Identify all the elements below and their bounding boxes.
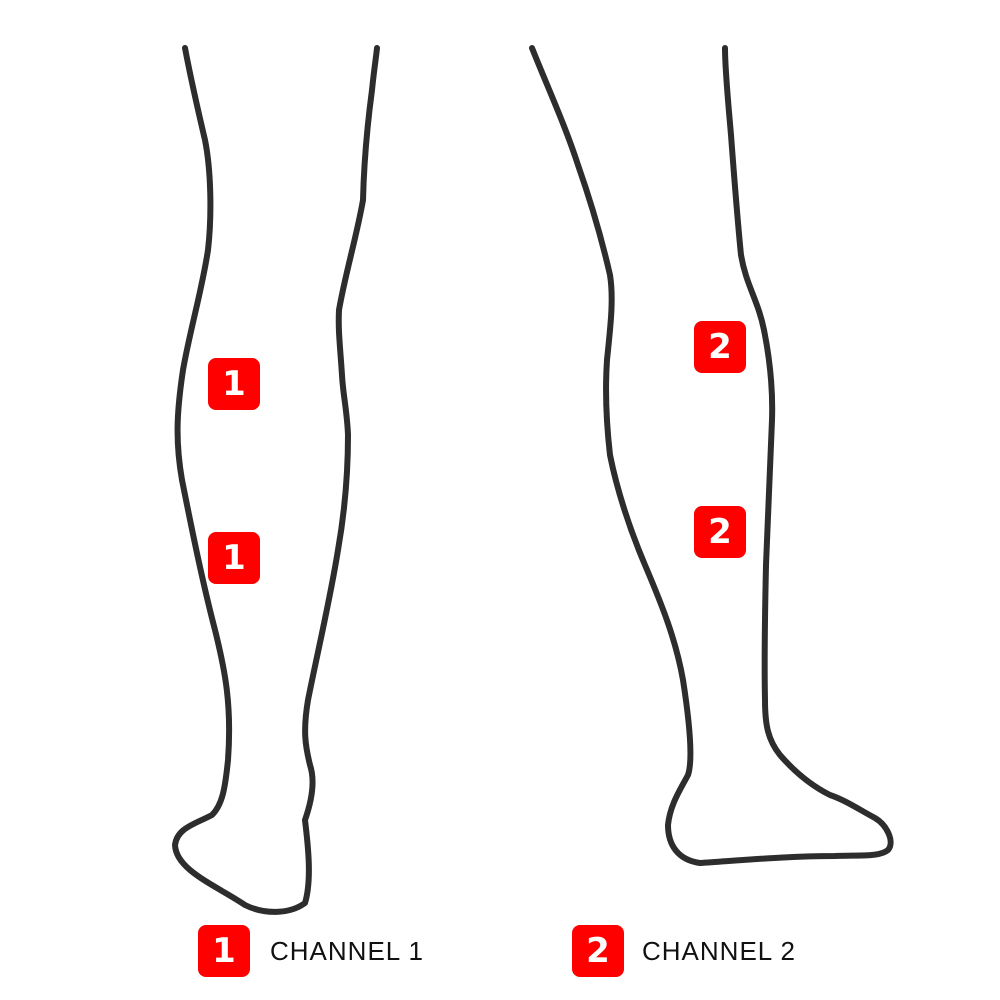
electrode-marker-channel-1-upper: 1 — [208, 358, 260, 410]
legend-badge-channel-1: 1 — [198, 925, 250, 977]
electrode-marker-channel-1-lower: 1 — [208, 532, 260, 584]
right-leg-outer-contour — [529, 45, 894, 866]
electrode-marker-channel-2-lower: 2 — [694, 506, 746, 558]
legend-label-channel-2: CHANNEL 2 — [642, 936, 796, 966]
electrode-marker-channel-2-upper: 2 — [694, 321, 746, 373]
left-leg-outer-contour — [172, 45, 380, 915]
left-leg — [172, 45, 380, 915]
legend-badge-channel-2: 2 — [572, 925, 624, 977]
right-leg — [529, 45, 894, 866]
legend-label-channel-1: CHANNEL 1 — [270, 936, 424, 966]
